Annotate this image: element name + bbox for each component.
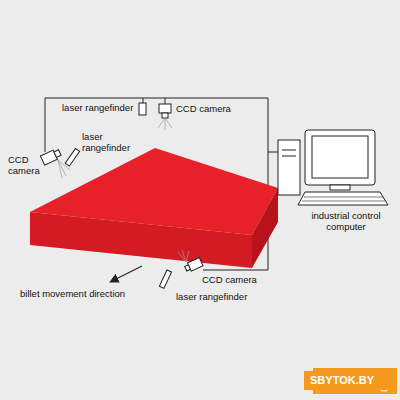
camera-label: CCD camera	[176, 103, 231, 114]
computer-label: industrial control computer	[302, 210, 390, 232]
camera-symbol	[158, 104, 172, 130]
computer-symbol	[278, 130, 388, 205]
watermark: SBYTOK.BY	[304, 371, 396, 390]
camera-symbol	[178, 250, 203, 273]
laser-rangefinder-label: laser rangefinder	[62, 102, 133, 113]
billet	[30, 148, 278, 268]
laser-rangefinder-label: laser rangefinder	[82, 131, 142, 153]
direction-arrow	[116, 266, 142, 279]
rangefinder-symbol	[65, 148, 79, 166]
rangefinder-symbol	[159, 270, 171, 288]
camera-label: CCD camera	[202, 274, 257, 285]
laser-rangefinder-label: laser rangefinder	[176, 291, 247, 302]
camera-label: CCD camera	[8, 154, 48, 176]
rangefinder-symbol	[139, 103, 146, 115]
direction-label: billet movement direction	[20, 288, 125, 299]
